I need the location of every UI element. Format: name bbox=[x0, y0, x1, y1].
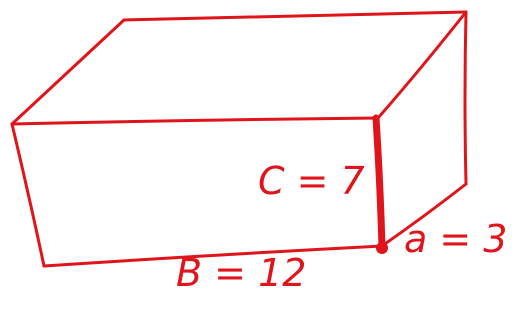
label-a: a = 3 bbox=[404, 217, 507, 261]
edge-c-highlight bbox=[372, 114, 386, 250]
top-face-left-edge bbox=[10, 18, 126, 126]
front-face-bottom-edge bbox=[42, 244, 384, 268]
front-face bbox=[10, 116, 380, 126]
box-drawing bbox=[10, 10, 468, 268]
dimension-labels: C = 7 a = 3 B = 12 bbox=[176, 159, 507, 295]
corner-dot bbox=[376, 242, 388, 254]
label-b: B = 12 bbox=[176, 251, 306, 295]
front-face-left-edge bbox=[10, 122, 46, 268]
right-face-bottom-edge bbox=[380, 182, 468, 248]
label-c: C = 7 bbox=[258, 159, 365, 203]
top-face-right-edge bbox=[376, 10, 468, 120]
top-face-back-edge bbox=[122, 10, 468, 22]
right-face-back-edge bbox=[463, 10, 468, 186]
